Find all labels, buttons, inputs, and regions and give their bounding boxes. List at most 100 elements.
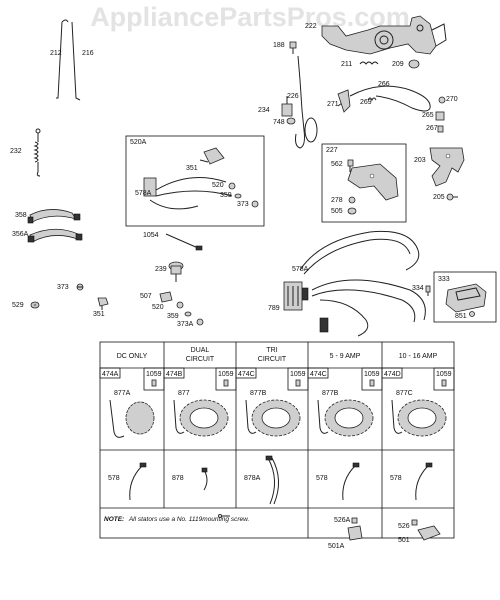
nut-278 (348, 196, 356, 204)
stator-icon (245, 399, 301, 437)
stator-icon (317, 399, 374, 437)
wire-label: 878A (244, 475, 261, 482)
screw-270 (438, 96, 446, 104)
module-501a (347, 525, 363, 541)
kit-box-520a (125, 135, 265, 227)
part-cell-screw (287, 367, 309, 391)
part-cell-main (381, 367, 403, 379)
callout-239: 239 (155, 266, 167, 273)
wire-icon (129, 462, 147, 501)
washer-505 (347, 207, 357, 215)
callout-234: 234 (258, 107, 270, 114)
svg-text:NOTE: All stators use a: NOTE: All stators use a No. 1119mounting… (104, 516, 249, 523)
callout-359-low: 359 (167, 313, 179, 320)
spring-269 (367, 97, 377, 102)
callout-578a: 578A (135, 190, 152, 197)
callout-1054: 1054 (143, 232, 159, 239)
callout-373a: 373A (177, 321, 194, 328)
bracket-234 (281, 96, 293, 117)
stator-column-3: 5 - 9 AMP 474C 1059 877B 578 (307, 353, 383, 501)
callout-351-left: 351 (93, 311, 105, 318)
bracket-222 (321, 15, 447, 55)
nut-209 (408, 59, 420, 69)
callout-748: 748 (273, 119, 285, 126)
wire-label: 578 (316, 475, 328, 482)
callout-211: 211 (341, 61, 352, 68)
washer-359-low (184, 311, 192, 317)
callout-529: 529 (12, 302, 24, 309)
part-screw-label: 1059 (146, 371, 162, 378)
note-text: All stators use a No. 1119mounting screw… (128, 516, 250, 523)
lever-271 (337, 89, 351, 113)
spring-211 (359, 61, 379, 65)
clip-356a (27, 228, 83, 243)
wire-label: 578 (108, 475, 120, 482)
bracket-227 (347, 163, 399, 201)
column-header-1-line-1: CIRCUIT (186, 356, 215, 363)
callout-267: 267 (426, 125, 438, 132)
callout-227: 227 (326, 147, 338, 154)
label-526: 526 (398, 523, 410, 530)
wire-label: 578 (390, 475, 402, 482)
column-header-0-line-0: DC ONLY (117, 353, 148, 360)
callout-373: 373 (237, 201, 249, 208)
callout-562: 562 (331, 161, 343, 168)
screw-267 (437, 125, 444, 133)
screw-icon (295, 379, 301, 387)
stator-label: 877B (250, 390, 267, 397)
module-501 (417, 525, 441, 541)
callout-271: 271 (327, 101, 339, 108)
callout-222: 222 (305, 23, 317, 30)
part-main-label: 474C (310, 371, 327, 378)
column-header-3-line-0: 5 - 9 AMP (330, 353, 361, 360)
wire-icon (415, 462, 433, 501)
spring-232 (33, 128, 41, 177)
part-screw-label: 1059 (364, 371, 380, 378)
bracket-265 (435, 111, 445, 121)
note-screw-icon (217, 514, 230, 519)
callout-373a-left: 373 (57, 284, 69, 291)
callout-520: 520 (212, 182, 224, 189)
part-screw-label: 1059 (436, 371, 452, 378)
stator-label: 877B (322, 390, 339, 397)
screw-373-left (76, 283, 84, 291)
callout-851: 851 (455, 313, 467, 320)
stator-icon (173, 399, 229, 437)
bracket-203 (429, 147, 465, 187)
harness-578a (299, 230, 426, 337)
callout-358: 358 (15, 212, 27, 219)
note-row: NOTE: All stators use a No. 1119mounting… (104, 508, 441, 550)
cable-266 (337, 85, 431, 112)
nut-520 (228, 182, 236, 190)
callout-278: 278 (331, 197, 343, 204)
rectifier-333 (445, 283, 487, 313)
callout-351: 351 (186, 165, 198, 172)
callout-226: 226 (287, 93, 299, 100)
column-header-2-line-0: TRI (266, 347, 277, 354)
label-501a: 501A (328, 543, 345, 550)
label-526a: 526A (334, 517, 351, 524)
part-main-label: 474A (102, 371, 119, 378)
connector-789 (283, 281, 303, 311)
kit-box-333 (433, 271, 497, 323)
screw-526 (411, 519, 418, 526)
screw-188 (289, 41, 297, 54)
callout-266: 266 (378, 81, 390, 88)
callout-232: 232 (10, 148, 22, 155)
bracket-507 (159, 291, 173, 303)
callout-203: 203 (414, 157, 426, 164)
screw-205 (446, 193, 458, 201)
washer-529 (30, 301, 40, 309)
nut-373a (196, 318, 204, 326)
wire-icon (342, 462, 360, 501)
callout-216: 216 (82, 50, 94, 57)
callout-269: 269 (360, 99, 372, 106)
terminal-351-left (97, 297, 109, 310)
wire-label: 878 (172, 475, 184, 482)
